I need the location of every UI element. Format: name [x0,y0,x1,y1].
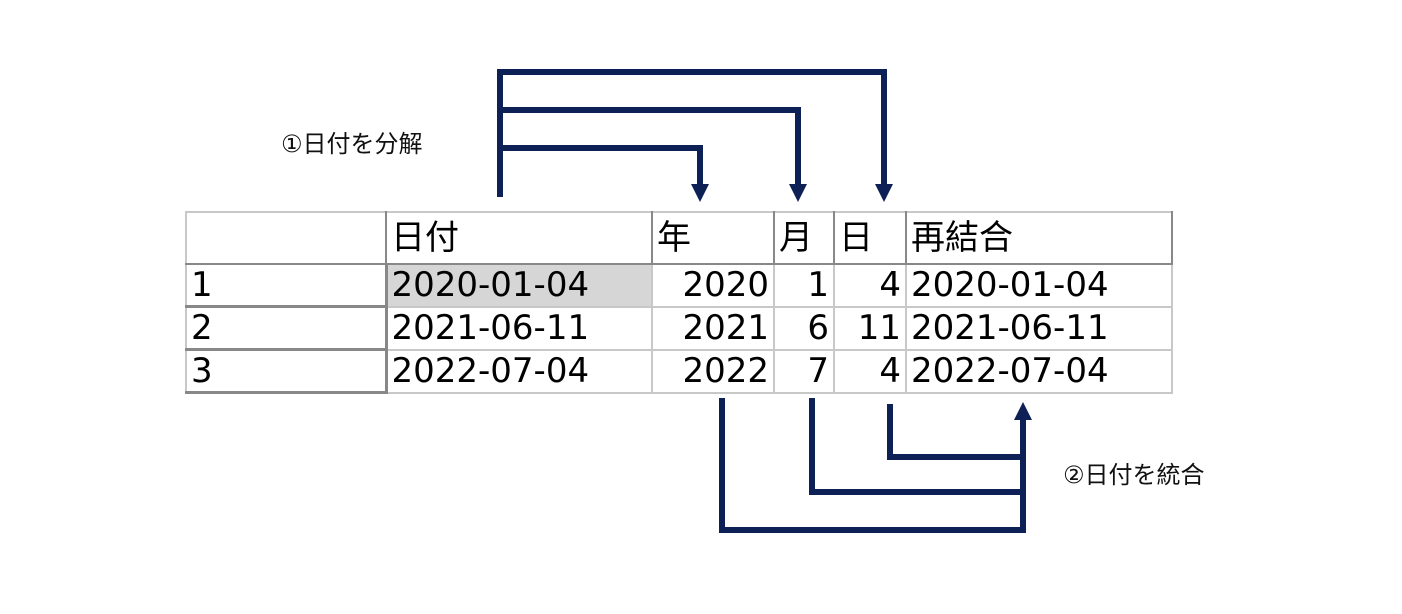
cell-date[interactable]: 2022-07-04 [385,348,653,394]
cell-year[interactable]: 2021 [651,305,775,351]
cell-merged[interactable]: 2022-07-04 [905,348,1173,394]
cell-day[interactable]: 4 [833,263,907,308]
table-row: 2 2021-06-11 2021 6 11 2021-06-11 [185,305,1173,351]
row-index[interactable]: 1 [185,263,388,308]
cell-day[interactable]: 11 [833,305,907,351]
cell-year[interactable]: 2022 [651,348,775,394]
header-year[interactable]: 年 [651,211,775,265]
cell-merged[interactable]: 2021-06-11 [905,305,1173,351]
table-row: 3 2022-07-04 2022 7 4 2022-07-04 [185,348,1173,394]
cell-day[interactable]: 4 [833,348,907,394]
cell-month[interactable]: 1 [773,263,835,308]
cell-date[interactable]: 2021-06-11 [385,305,653,351]
header-month[interactable]: 月 [773,211,835,265]
header-merged[interactable]: 再結合 [905,211,1173,265]
merge-date-label: ②日付を統合 [1063,461,1205,489]
cell-merged[interactable]: 2020-01-04 [905,263,1173,308]
row-index[interactable]: 3 [185,348,388,394]
cell-month[interactable]: 6 [773,305,835,351]
split-date-label: ①日付を分解 [281,130,423,158]
cell-month[interactable]: 7 [773,348,835,394]
header-index[interactable] [185,211,387,265]
data-table: 日付 年 月 日 再結合 1 2020-01-04 2020 1 4 2020-… [185,211,1173,394]
table-row: 1 2020-01-04 2020 1 4 2020-01-04 [185,263,1173,308]
cell-year[interactable]: 2020 [651,263,775,308]
header-day[interactable]: 日 [833,211,907,265]
row-index[interactable]: 2 [185,305,388,351]
header-row: 日付 年 月 日 再結合 [185,211,1173,265]
header-date[interactable]: 日付 [385,211,653,265]
cell-date[interactable]: 2020-01-04 [385,263,653,308]
